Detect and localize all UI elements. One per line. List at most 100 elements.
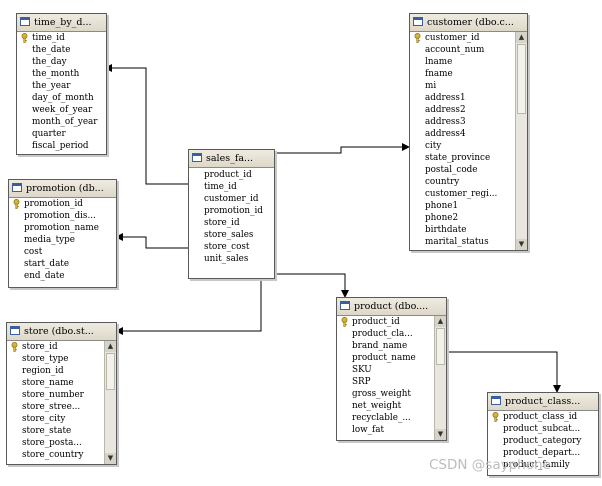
column-row[interactable]: SKU (337, 364, 446, 376)
column-row[interactable]: customer_id (189, 193, 274, 205)
column-row[interactable]: the_year (17, 80, 106, 92)
column-row[interactable]: fiscal_period (17, 140, 106, 152)
scrollbar-thumb[interactable] (517, 44, 526, 114)
column-row[interactable]: product_family (488, 459, 598, 471)
relation-sales-product (273, 273, 349, 298)
column-row[interactable]: promotion_id (9, 198, 116, 210)
column-row[interactable]: start_date (9, 258, 116, 270)
column-row[interactable]: product_id (189, 169, 274, 181)
table-header[interactable]: promotion (db... (9, 180, 116, 198)
column-row[interactable]: region_id (7, 365, 116, 377)
column-row[interactable]: product_class_id (488, 411, 598, 423)
scrollbar-thumb[interactable] (106, 353, 115, 390)
column-row[interactable]: store_country (7, 449, 116, 461)
column-row[interactable]: recyclable_... (337, 412, 446, 424)
column-row[interactable]: the_date (17, 44, 106, 56)
column-row[interactable]: address1 (410, 92, 527, 104)
column-row[interactable]: fname (410, 68, 527, 80)
column-row[interactable]: phone2 (410, 212, 527, 224)
column-row[interactable]: phone1 (410, 200, 527, 212)
column-row[interactable]: promotion_id (189, 205, 274, 217)
column-row[interactable]: store_type (7, 353, 116, 365)
column-row[interactable]: day_of_month (17, 92, 106, 104)
vertical-scrollbar[interactable]: ▲▼ (104, 341, 116, 464)
column-row[interactable]: address4 (410, 128, 527, 140)
table-header[interactable]: sales_fa... (189, 150, 274, 168)
column-row[interactable]: month_of_year (17, 116, 106, 128)
column-row[interactable]: low_fat (337, 424, 446, 436)
column-row[interactable]: store_posta... (7, 437, 116, 449)
column-row[interactable]: store_sales (189, 229, 274, 241)
column-row[interactable]: product_cla... (337, 328, 446, 340)
column-row[interactable]: the_month (17, 68, 106, 80)
column-row[interactable]: address2 (410, 104, 527, 116)
scroll-down-arrow-icon[interactable]: ▼ (516, 239, 527, 250)
scroll-up-arrow-icon[interactable]: ▲ (105, 341, 116, 352)
column-row[interactable]: product_name (337, 352, 446, 364)
scrollbar-thumb[interactable] (436, 328, 445, 365)
column-row[interactable]: the_day (17, 56, 106, 68)
table-icon (491, 396, 501, 405)
table-header[interactable]: store (dbo.st... (7, 323, 116, 341)
table-header[interactable]: customer (dbo.c... (410, 14, 527, 32)
column-row[interactable]: customer_id (410, 32, 527, 44)
column-row[interactable]: net_weight (337, 400, 446, 412)
column-row[interactable]: store_city (7, 413, 116, 425)
scroll-up-arrow-icon[interactable]: ▲ (516, 32, 527, 43)
column-row[interactable]: product_depart... (488, 447, 598, 459)
scroll-down-arrow-icon[interactable]: ▼ (435, 429, 446, 440)
column-row[interactable]: mi (410, 80, 527, 92)
column-row[interactable]: product_id (337, 316, 446, 328)
column-name: product_name (352, 353, 416, 363)
column-row[interactable]: postal_code (410, 164, 527, 176)
column-name: low_fat (352, 425, 385, 435)
scroll-up-arrow-icon[interactable]: ▲ (435, 316, 446, 327)
vertical-scrollbar[interactable]: ▲▼ (515, 32, 527, 250)
column-row[interactable]: store_id (7, 341, 116, 353)
column-row[interactable]: customer_regi... (410, 188, 527, 200)
column-row[interactable]: brand_name (337, 340, 446, 352)
column-row[interactable]: time_id (17, 32, 106, 44)
table-header[interactable]: time_by_d... (17, 14, 106, 32)
column-row[interactable]: media_type (9, 234, 116, 246)
column-row[interactable]: week_of_year (17, 104, 106, 116)
vertical-scrollbar[interactable]: ▲▼ (434, 316, 446, 440)
column-row[interactable]: store_name (7, 377, 116, 389)
column-row[interactable]: promotion_name (9, 222, 116, 234)
table-header[interactable]: product (dbo.... (337, 298, 446, 316)
column-row[interactable]: unit_sales (189, 253, 274, 265)
column-row[interactable]: city (410, 140, 527, 152)
column-row[interactable]: marital_status (410, 236, 527, 248)
column-row[interactable]: product_subcat... (488, 423, 598, 435)
column-row[interactable]: time_id (189, 181, 274, 193)
column-row[interactable]: state_province (410, 152, 527, 164)
column-row[interactable]: account_num (410, 44, 527, 56)
column-row[interactable]: end_date (9, 270, 116, 282)
scroll-down-arrow-icon[interactable]: ▼ (105, 453, 116, 464)
column-row[interactable]: store_id (189, 217, 274, 229)
column-row[interactable]: store_stree... (7, 401, 116, 413)
column-row[interactable]: product_category (488, 435, 598, 447)
column-row[interactable]: birthdate (410, 224, 527, 236)
column-row[interactable]: store_state (7, 425, 116, 437)
column-row[interactable]: gross_weight (337, 388, 446, 400)
column-row[interactable]: quarter (17, 128, 106, 140)
table-header[interactable]: product_class... (488, 393, 598, 411)
column-row[interactable]: lname (410, 56, 527, 68)
column-row[interactable]: store_cost (189, 241, 274, 253)
column-row[interactable]: promotion_dis... (9, 210, 116, 222)
column-row[interactable]: cost (9, 246, 116, 258)
column-row[interactable]: store_number (7, 389, 116, 401)
column-row[interactable]: SRP (337, 376, 446, 388)
column-name: store_city (22, 414, 66, 424)
column-row[interactable]: address3 (410, 116, 527, 128)
table-title: store (dbo.st... (24, 326, 94, 337)
column-row[interactable]: country (410, 176, 527, 188)
